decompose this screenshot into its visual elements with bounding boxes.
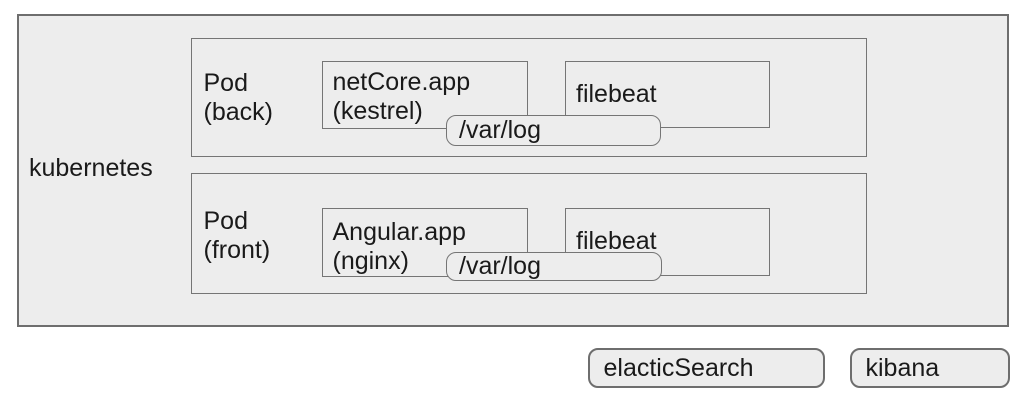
varlog-front-label: /var/log (459, 251, 541, 280)
varlog-front-volume-box: /var/log (445, 251, 662, 281)
kubernetes-label: kubernetes (29, 154, 153, 182)
filebeat-back-label: filebeat (576, 79, 657, 108)
angular-app-label-line2: (nginx) (332, 246, 409, 275)
pod-front-box: Pod (front) Angular.app (nginx) filebeat… (191, 173, 867, 294)
pod-front-label: Pod (front) (204, 207, 271, 265)
kibana-box: kibana (850, 348, 1010, 388)
netcore-app-box: netCore.app (kestrel) (321, 60, 528, 129)
netcore-app-label-line2: (kestrel) (332, 96, 423, 125)
pod-back-name-line2: (back) (203, 97, 273, 126)
pod-back-box: Pod (back) netCore.app (kestrel) filebea… (191, 38, 867, 157)
elasticsearch-label: elacticSearch (603, 353, 754, 382)
kibana-label: kibana (865, 353, 940, 382)
angular-app-label-line1: Angular.app (332, 217, 466, 246)
netcore-app-label-line1: netCore.app (332, 67, 471, 96)
kubernetes-cluster-box: kubernetes Pod (back) netCore.app (kestr… (17, 14, 1009, 327)
varlog-back-volume-box: /var/log (445, 114, 661, 146)
pod-back-name-line1: Pod (203, 68, 248, 97)
elasticsearch-box: elacticSearch (588, 348, 825, 388)
pod-back-label: Pod (back) (204, 69, 273, 127)
pod-front-name-line2: (front) (203, 235, 271, 264)
varlog-back-label: /var/log (459, 115, 541, 144)
pod-front-name-line1: Pod (203, 206, 248, 235)
filebeat-front-label: filebeat (576, 227, 657, 255)
